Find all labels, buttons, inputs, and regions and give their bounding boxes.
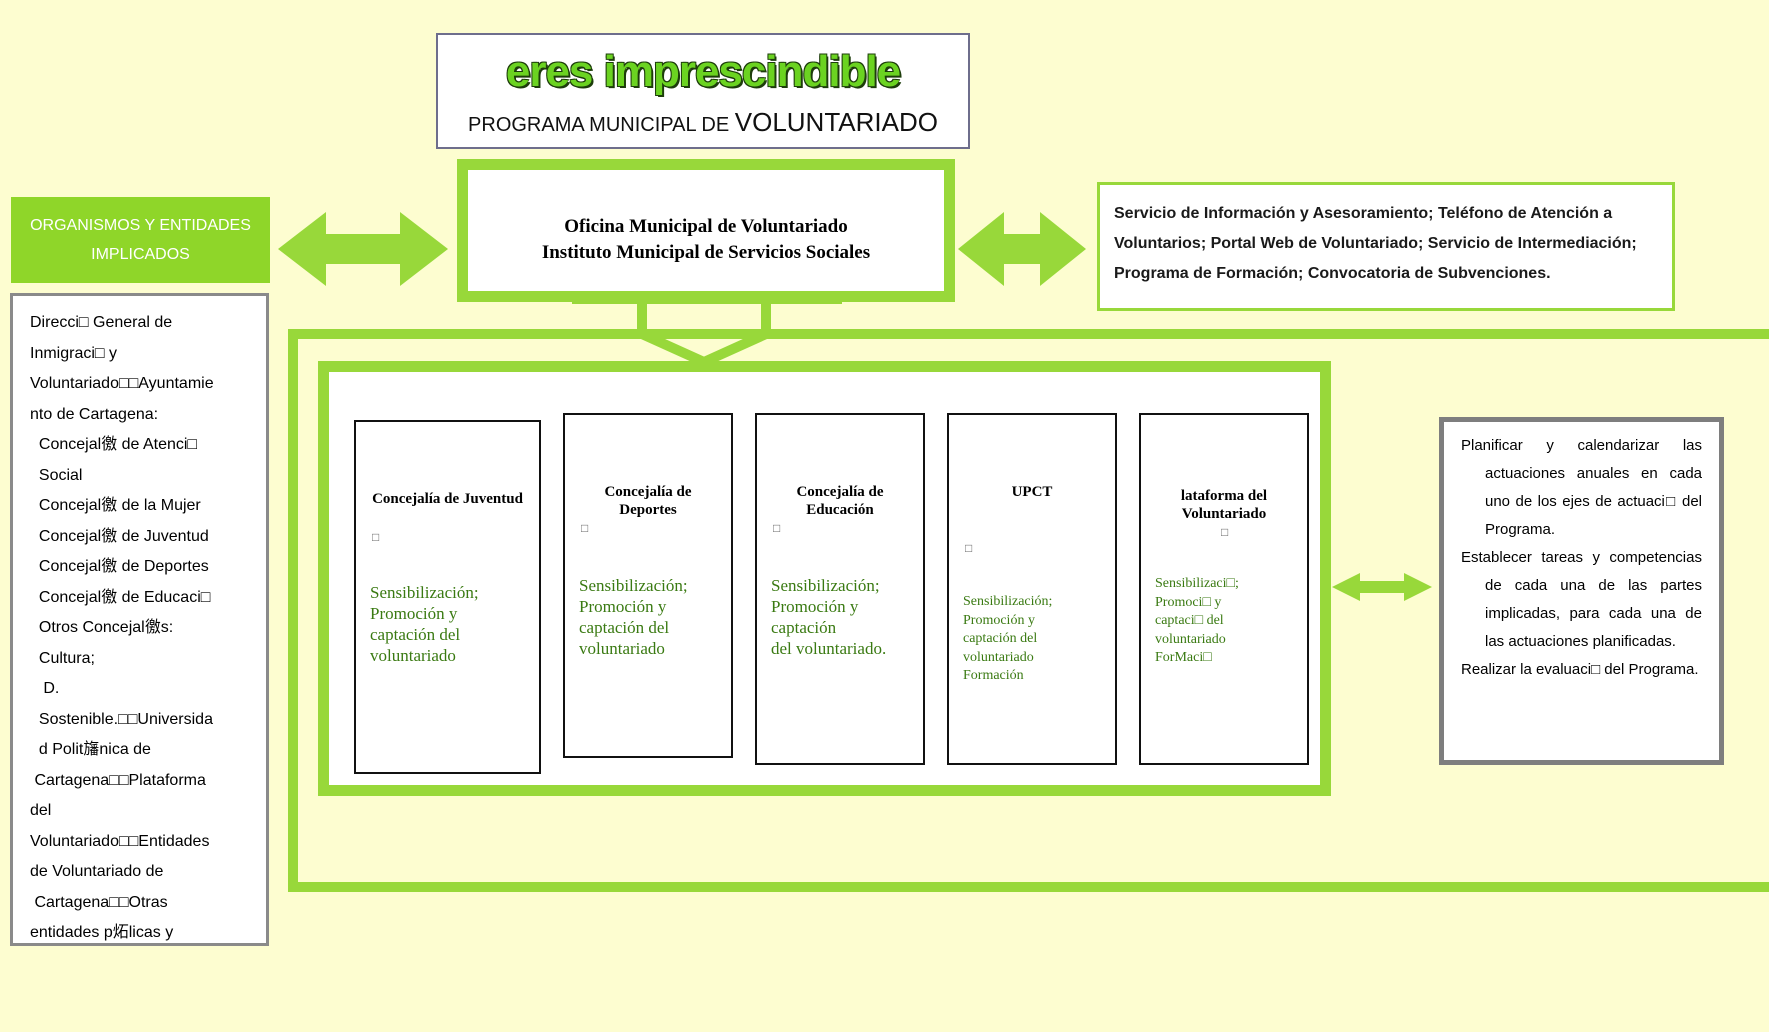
organisms-header-line: IMPLICADOS bbox=[91, 246, 190, 263]
card-body-line: ForMaci□ bbox=[1155, 650, 1212, 665]
card-upct: UPCT □ Sensibilización; Promoción y capt… bbox=[947, 413, 1117, 765]
entity-line: del bbox=[30, 802, 52, 819]
entity-line: entidades p炻licas y bbox=[30, 924, 174, 941]
card-body: Sensibilización; Promoción y captación d… bbox=[771, 575, 917, 659]
card-body-line: Promoción y bbox=[771, 597, 859, 616]
card-plataforma: lataforma del Voluntariado □ Sensibiliza… bbox=[1139, 413, 1309, 765]
subtitle-prefix: PROGRAMA MUNICIPAL DE bbox=[468, 114, 735, 136]
entity-line: Cartagena□□Plataforma bbox=[30, 771, 206, 789]
card-body-line: Sensibilización; bbox=[370, 583, 479, 602]
card-body-line: Sensibilización; bbox=[579, 576, 688, 595]
card-deportes: Concejalía de Deportes □ Sensibilización… bbox=[563, 413, 733, 758]
card-body-line: Promoción y bbox=[963, 612, 1035, 628]
services-line: Servicio de Información y Asesoramiento;… bbox=[1114, 205, 1613, 222]
entity-line: Concejal徼 de Juventud bbox=[30, 527, 209, 545]
placeholder-glyph: □ bbox=[372, 530, 380, 544]
title-subtitle: PROGRAMA MUNICIPAL DE VOLUNTARIADO bbox=[438, 107, 968, 138]
plan-item: Planificar y calendarizar las actuacione… bbox=[1461, 437, 1702, 538]
card-body-line: Sensibilización; bbox=[771, 576, 880, 595]
card-body-line: voluntariado bbox=[1155, 631, 1226, 647]
card-title: Concejalía de Juventud bbox=[372, 491, 523, 507]
entity-line: Sostenible.□□Universida bbox=[30, 710, 213, 728]
entities-list-box: Direcci□ General de Inmigraci□ y Volunta… bbox=[10, 293, 269, 946]
services-line: Programa de Formación; Convocatoria de S… bbox=[1114, 265, 1551, 282]
card-body-line: captación del bbox=[963, 631, 1038, 646]
card-body-line: Formación bbox=[963, 668, 1024, 683]
entity-line: Cultura; bbox=[30, 649, 95, 667]
card-body-line: captación del bbox=[579, 618, 670, 637]
entity-line: Cartagena□□Otras bbox=[30, 893, 168, 911]
programme-frame bbox=[288, 329, 1769, 892]
card-body: Sensibilización; Promoción y captación d… bbox=[963, 593, 1109, 686]
entity-line: d Polit旛nica de bbox=[30, 741, 151, 758]
entity-line: nto de Cartagena: bbox=[30, 405, 159, 423]
subtitle-highlight: VOLUNTARIADO bbox=[734, 107, 938, 137]
plan-item: Realizar la evaluaci□ del Programa. bbox=[1461, 661, 1699, 678]
card-body-line: captaci□ del bbox=[1155, 613, 1224, 628]
card-body-line: del voluntariado. bbox=[771, 639, 887, 658]
services-line: Voluntarios; Portal Web de Voluntariado;… bbox=[1114, 235, 1637, 252]
title-box: eres imprescindible PROGRAMA MUNICIPAL D… bbox=[436, 33, 970, 149]
card-educacion: Concejalía de Educación □ Sensibilizació… bbox=[755, 413, 925, 765]
placeholder-glyph: □ bbox=[773, 521, 781, 535]
plan-item: Establecer tareas y competencias de cada… bbox=[1461, 549, 1702, 650]
entity-line: Inmigraci□ y bbox=[30, 344, 118, 362]
entity-line: Concejal徼 de la Mujer bbox=[30, 497, 201, 514]
card-body-line: Promoción y bbox=[370, 604, 458, 623]
institute-name: Instituto Municipal de Servicios Sociale… bbox=[541, 242, 871, 263]
card-juventud: Concejalía de Juventud □ Sensibilización… bbox=[354, 420, 541, 774]
plan-box: Planificar y calendarizar las actuacione… bbox=[1439, 417, 1724, 765]
office-name: Oficina Municipal de Voluntariado bbox=[564, 216, 848, 237]
entity-line: de Voluntariado de bbox=[30, 863, 164, 880]
office-box: Oficina Municipal de Voluntariado Instit… bbox=[457, 159, 955, 302]
placeholder-glyph: □ bbox=[581, 521, 589, 535]
card-body-line: voluntariado bbox=[370, 646, 456, 665]
card-body: Sensibilización; Promoción y captación d… bbox=[579, 575, 725, 659]
card-body-line: captación del bbox=[370, 625, 461, 644]
card-body: Sensibilización; Promoción y captación d… bbox=[370, 582, 533, 666]
title-logo-text: eres imprescindible bbox=[505, 47, 901, 96]
card-body-line: voluntariado bbox=[579, 639, 665, 658]
entity-line: Direcci□ General de bbox=[30, 314, 173, 331]
card-body-line: Sensibilizaci□; bbox=[1155, 576, 1239, 591]
right-double-arrow bbox=[958, 212, 1086, 286]
entity-line: Voluntariado□□Ayuntamie bbox=[30, 375, 214, 392]
card-body-line: captación bbox=[771, 618, 837, 637]
card-body-line: Promoción y bbox=[579, 597, 667, 616]
card-body-line: Sensibilización; bbox=[963, 594, 1053, 609]
entity-line: D. bbox=[30, 680, 60, 697]
left-double-arrow bbox=[278, 212, 448, 286]
entity-line: Voluntariado□□Entidades bbox=[30, 832, 210, 850]
card-title: lataforma del Voluntariado bbox=[1180, 488, 1268, 522]
placeholder-glyph: □ bbox=[965, 541, 973, 555]
services-box: Servicio de Información y Asesoramiento;… bbox=[1097, 182, 1675, 311]
card-title: UPCT bbox=[1011, 484, 1053, 500]
entity-line: Concejal徼 de Deportes bbox=[30, 558, 209, 575]
card-body-line: Promoci□ y bbox=[1155, 594, 1222, 610]
card-title: Concejalía de Educación bbox=[796, 484, 884, 518]
card-body: Sensibilizaci□; Promoci□ y captaci□ del … bbox=[1155, 575, 1301, 668]
entity-line: Otros Concejal徼s: bbox=[30, 619, 174, 636]
plan-double-arrow bbox=[1332, 573, 1432, 601]
placeholder-glyph: □ bbox=[1221, 525, 1229, 539]
card-body-line: voluntariado bbox=[963, 649, 1034, 665]
organisms-header-line: ORGANISMOS Y ENTIDADES bbox=[30, 217, 251, 234]
entity-line: Concejal徼 de Educaci□ bbox=[30, 588, 211, 606]
organisms-header: ORGANISMOS Y ENTIDADES IMPLICADOS bbox=[11, 197, 270, 283]
entity-line: Social bbox=[30, 466, 83, 484]
entity-line: Concejal徼 de Atenci□ bbox=[30, 436, 198, 453]
card-title: Concejalía de Deportes bbox=[604, 484, 692, 518]
